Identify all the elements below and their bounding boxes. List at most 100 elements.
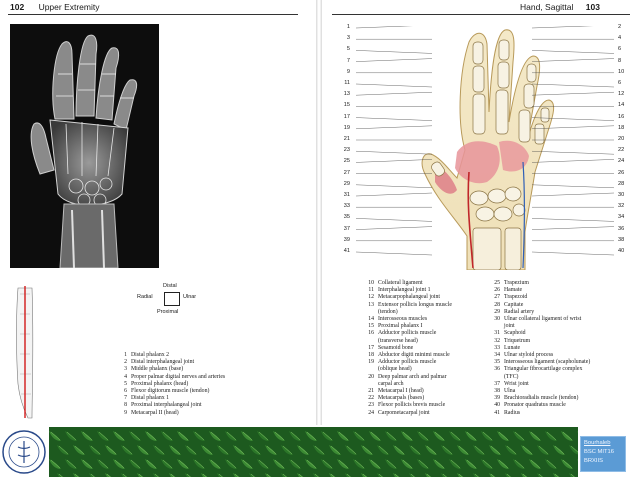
right-page-title: Hand, Sagittal: [520, 2, 574, 12]
leaf-vein: [442, 445, 453, 455]
leaf-vein: [490, 473, 495, 477]
leaf-vein: [146, 431, 157, 441]
leaf-vein: [482, 431, 493, 441]
legend-entry: 31 Scaphoid: [488, 330, 628, 337]
leaf-vein: [210, 431, 221, 441]
legend-entry-number: 4: [124, 373, 127, 380]
leaf-vein: [562, 431, 573, 441]
legend-entry-number: 31: [494, 330, 500, 337]
leaf-vein: [242, 431, 253, 441]
book-gutter: [316, 0, 322, 425]
author-credit-box: Bourhaleb BSC MIT16 BRXIIS: [580, 436, 626, 472]
legend-entry-number: 12: [368, 294, 374, 301]
leaf-motif: [377, 473, 384, 477]
leaf-vein: [418, 431, 429, 441]
figure-label-number: 22: [618, 147, 625, 154]
leaf-motif: [457, 473, 464, 477]
legend-entry-number: 17: [368, 344, 374, 351]
leaf-vein: [442, 473, 447, 477]
leader-line: [531, 50, 615, 54]
leaf-motif: [89, 473, 96, 477]
figure-label-number: 6: [618, 80, 622, 86]
leaf-vein: [386, 431, 397, 441]
figure-label-number: 31: [343, 192, 350, 198]
leaf-motif: [297, 473, 304, 477]
legend-entry-text: Ulna: [504, 388, 516, 395]
legend-entry-text: Sesamoid bone: [378, 344, 414, 351]
legend-entry-number: 23: [368, 402, 374, 409]
leaf-motif: [281, 473, 288, 477]
leaf-vein: [58, 473, 63, 477]
leaf-vein: [546, 459, 557, 469]
leaf-vein: [66, 459, 77, 469]
figure-label-number: 2: [618, 24, 622, 30]
leaf-vein: [458, 473, 463, 477]
leader-line: [531, 92, 615, 96]
leaf-motif: [425, 473, 432, 477]
leaf-vein: [266, 473, 271, 477]
leaf-vein: [506, 473, 511, 477]
leaf-vein: [234, 445, 245, 455]
label-leader-lines: [355, 26, 615, 256]
leaf-vein: [354, 431, 365, 441]
figure-label-number: 4: [618, 35, 622, 42]
orientation-left-label: Radial: [137, 294, 153, 300]
figure-label-number: 12: [618, 91, 625, 98]
legend-entry: 17 Sesamoid bone: [362, 345, 492, 352]
figure-label-number: 33: [343, 203, 350, 210]
legend-entry-number: 30: [494, 316, 500, 323]
leader-line: [531, 117, 615, 121]
leaf-vein: [170, 445, 181, 455]
legend-entry-text: Metacarpal II (head): [131, 409, 179, 416]
leader-line: [355, 92, 433, 96]
figure-label-number: 21: [343, 136, 350, 142]
figure-label-number: 19: [343, 124, 350, 131]
leader-line: [355, 50, 433, 54]
leaf-motif: [521, 473, 528, 477]
leaf-vein: [74, 445, 85, 455]
leader-line: [531, 58, 615, 62]
leaf-vein: [354, 459, 365, 469]
legend-entry-text: (transverse head): [378, 337, 418, 344]
leaf-motif: [105, 473, 112, 477]
figure-label-number: 11: [344, 80, 350, 86]
leaf-vein: [298, 473, 303, 477]
leaf-vein: [306, 431, 317, 441]
leaf-vein: [290, 459, 301, 469]
legend-entry-number: 14: [368, 316, 374, 323]
leaf-motif: [73, 473, 80, 477]
legend-entry: carpal arch: [362, 381, 492, 388]
leaf-vein: [546, 431, 557, 441]
leaf-vein: [482, 459, 493, 469]
leaf-vein: [554, 473, 559, 477]
legend-entry-number: 11: [368, 287, 374, 294]
leaf-vein: [378, 445, 389, 455]
figure-label-number: 30: [618, 192, 625, 198]
figure-label-number: 23: [343, 147, 350, 154]
legend-entry-text: Triangular fibrocartilage complex: [504, 366, 583, 373]
leaf-vein: [522, 473, 527, 477]
leaf-vein: [178, 431, 189, 441]
leaf-vein: [226, 431, 237, 441]
figure-label-number: 25: [343, 158, 350, 165]
legend-entry-text: Proximal phalanx (head): [131, 380, 189, 387]
legend-entry-number: 19: [368, 359, 374, 366]
leaf-motif: [473, 473, 480, 477]
figure-label-number: 40: [618, 248, 625, 254]
leaf-vein: [570, 473, 575, 477]
leaf-vein: [370, 431, 381, 441]
leaf-motif: [121, 473, 128, 477]
leaf-vein: [234, 473, 239, 477]
leaf-vein: [394, 473, 399, 477]
legend-entry-text: Scaphoid: [504, 330, 526, 337]
legend-entry-number: 1: [124, 352, 127, 358]
legend-entry-number: 28: [494, 301, 500, 308]
figure-label-number: 39: [343, 236, 350, 243]
